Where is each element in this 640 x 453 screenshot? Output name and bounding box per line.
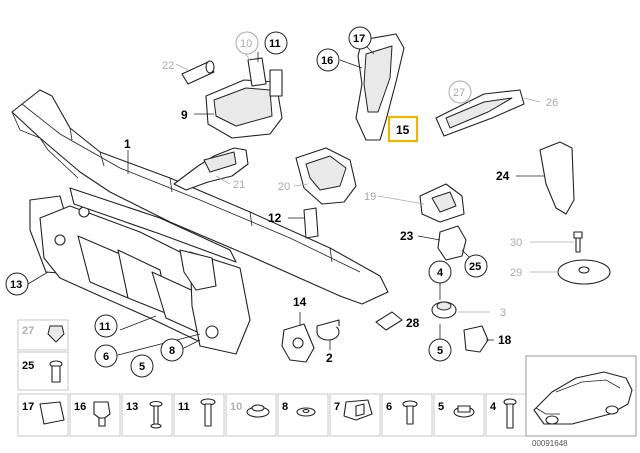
callout-27: 27 (453, 87, 465, 99)
car-thumbnail (525, 355, 637, 437)
callout-23: 23 (400, 229, 414, 243)
legend-25: 25 (22, 360, 34, 372)
legend-13: 13 (126, 401, 138, 413)
legend-10: 10 (230, 401, 242, 413)
callout-10: 10 (240, 38, 252, 50)
callout-6: 6 (103, 351, 109, 363)
legend-16: 16 (74, 401, 86, 413)
bush-2 (316, 319, 340, 341)
callout-5b: 5 (139, 361, 145, 373)
bracket-20 (295, 147, 357, 205)
callout-11b: 11 (99, 321, 111, 333)
bracket-14 (281, 323, 315, 363)
front-panel-carrier (11, 89, 389, 355)
callout-12: 12 (268, 211, 282, 225)
callout-21: 21 (233, 179, 245, 191)
mount-23 (437, 225, 467, 261)
rubber-mount-18 (463, 325, 489, 353)
callout-9: 9 (181, 108, 188, 122)
legend-11: 11 (178, 401, 190, 413)
callout-8: 8 (169, 345, 175, 357)
legend-8: 8 (282, 401, 288, 413)
bracket-26-27 (435, 89, 525, 137)
highlight-15 (387, 115, 419, 143)
legend-7: 7 (334, 401, 340, 413)
bracket-21 (173, 147, 249, 191)
rubber-mount-3 (431, 301, 457, 319)
legend-27: 27 (22, 325, 34, 337)
bolt-30 (573, 231, 583, 253)
callouts: 1 9 22 10 11 21 20 12 17 16 15 27 26 19 … (5, 26, 558, 378)
callout-5: 5 (437, 345, 443, 357)
callout-15: 15 (396, 123, 410, 137)
reference-number: 00091648 (532, 439, 568, 448)
bracket-12 (303, 207, 319, 239)
callout-18: 18 (498, 333, 512, 347)
callout-30: 30 (510, 237, 522, 249)
callout-17: 17 (353, 33, 365, 45)
legend-6: 6 (386, 401, 392, 413)
callout-24: 24 (496, 169, 510, 183)
callout-2: 2 (326, 351, 333, 365)
legend-4: 4 (490, 401, 497, 413)
bracket-group-9 (205, 57, 283, 139)
callout-22: 22 (162, 60, 174, 72)
callout-14: 14 (293, 295, 307, 309)
callout-11: 11 (269, 38, 281, 50)
callout-26: 26 (546, 97, 558, 109)
callout-19: 19 (364, 191, 376, 203)
leader-lines (27, 45, 574, 357)
legend-5: 5 (438, 401, 444, 413)
callout-25: 25 (469, 261, 481, 273)
bracket-24 (539, 141, 575, 215)
callout-20: 20 (278, 181, 290, 193)
callout-28: 28 (406, 316, 420, 330)
sticker-28 (375, 311, 403, 331)
callout-4: 4 (437, 267, 444, 279)
callout-13: 13 (10, 279, 22, 291)
rubber-pad-22 (181, 60, 215, 85)
mount-19 (419, 183, 465, 223)
washer-plate-29 (557, 259, 611, 285)
callout-29: 29 (510, 267, 522, 279)
air-duct-15-16-17 (355, 33, 405, 141)
callout-3: 3 (500, 307, 506, 319)
legend-left-column: 27 25 (17, 319, 69, 391)
callout-1: 1 (124, 137, 131, 151)
legend-bottom-row: 17 16 13 11 10 8 7 6 5 (17, 393, 527, 437)
legend-17: 17 (22, 401, 34, 413)
callout-16: 16 (321, 55, 333, 67)
